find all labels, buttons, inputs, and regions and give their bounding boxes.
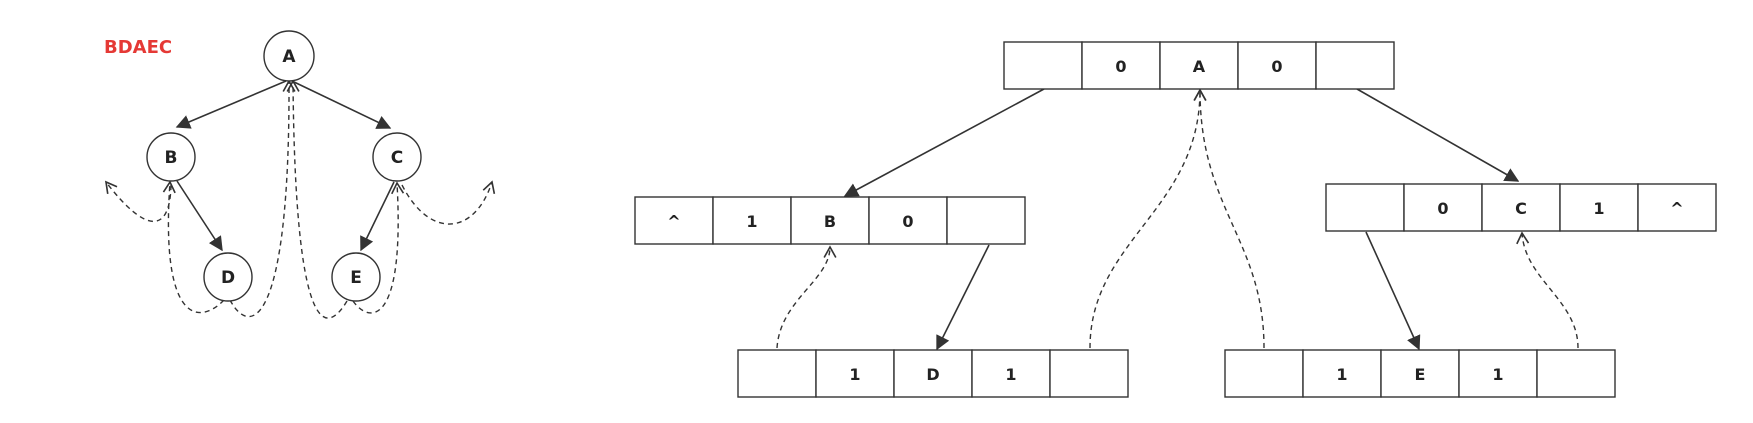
tree-edge-b-d — [176, 180, 223, 252]
traversal-sequence-label: BDAEC — [104, 37, 172, 58]
tree-node-a: A — [263, 30, 315, 82]
tree-node-d-label: D — [221, 268, 235, 288]
cell-c-rtag-text: 1 — [1593, 199, 1604, 218]
cell-a-data-text: A — [1193, 57, 1206, 76]
tree-node-c: C — [372, 132, 422, 182]
thread-e-right-to-c — [352, 181, 405, 314]
cell-d-ltag-text: 1 — [849, 365, 860, 384]
thread-ptr-d-to-a — [1089, 88, 1207, 349]
cell-c-ltag — [1403, 183, 1483, 232]
storage-node-e: 1 E 1 — [1224, 349, 1616, 398]
pointer-c-left-to-e — [1365, 231, 1421, 351]
cell-d-rtag-text: 1 — [1005, 365, 1016, 384]
storage-node-c: 0 C 1 ^ — [1325, 183, 1717, 232]
binary-tree: A B C D E — [104, 30, 496, 319]
storage-node-b: ^ 1 B 0 — [634, 196, 1026, 245]
cell-d-lchild — [737, 349, 817, 398]
tree-edge-c-e — [360, 181, 395, 252]
storage-node-a: 0 A 0 — [1003, 41, 1395, 90]
storage-node-d: 1 D 1 — [737, 349, 1129, 398]
cell-a-lchild — [1003, 41, 1083, 90]
tree-edge-a-b — [175, 80, 287, 129]
pointer-b-right-to-d — [936, 244, 990, 351]
tree-node-d: D — [203, 252, 253, 302]
cell-d-data-text: D — [926, 365, 939, 384]
cell-a-ltag-text: 0 — [1115, 57, 1126, 76]
cell-b-data — [790, 196, 870, 245]
thread-b-left-null — [104, 180, 172, 223]
cell-b-rtag-text: 0 — [902, 212, 913, 231]
cell-e-data-text: E — [1415, 365, 1426, 384]
cell-e-rchild — [1536, 349, 1616, 398]
tree-node-e: E — [331, 252, 381, 302]
cell-a-rchild — [1315, 41, 1395, 90]
tree-node-a-label: A — [282, 47, 296, 67]
cell-d-rchild — [1049, 349, 1129, 398]
cell-c-data — [1481, 183, 1561, 232]
thread-d-left-to-b — [162, 180, 225, 314]
thread-ptr-d-to-b — [776, 245, 837, 349]
cell-c-ltag-text: 0 — [1437, 199, 1448, 218]
cell-a-ltag — [1081, 41, 1161, 90]
cell-b-rchild — [946, 196, 1026, 245]
thread-ptr-e-to-a — [1193, 88, 1265, 349]
pointer-a-right-to-c — [1356, 88, 1520, 182]
cell-b-lchild-text: ^ — [667, 212, 680, 231]
cell-b-rtag — [868, 196, 948, 245]
cell-e-data — [1380, 349, 1460, 398]
thread-d-right-to-a — [229, 79, 296, 318]
cell-e-ltag — [1302, 349, 1382, 398]
tree-node-e-label: E — [350, 268, 362, 288]
tree-edge-a-c — [291, 80, 392, 129]
tree-node-b: B — [146, 132, 196, 182]
cell-e-rtag — [1458, 349, 1538, 398]
cell-c-rchild — [1637, 183, 1717, 232]
cell-c-rchild-text: ^ — [1670, 199, 1683, 218]
tree-node-c-label: C — [391, 148, 403, 168]
cell-c-rtag — [1559, 183, 1639, 232]
cell-c-data-text: C — [1515, 199, 1527, 218]
cell-a-rtag — [1237, 41, 1317, 90]
cell-e-rtag-text: 1 — [1492, 365, 1503, 384]
thread-c-right-null — [401, 180, 496, 225]
cell-e-lchild — [1224, 349, 1304, 398]
thread-ptr-e-to-c — [1516, 231, 1579, 349]
tree-node-b-label: B — [165, 148, 178, 168]
thread-e-left-to-a — [286, 79, 348, 319]
cell-b-ltag-text: 1 — [746, 212, 757, 231]
cell-e-ltag-text: 1 — [1336, 365, 1347, 384]
cell-c-lchild — [1325, 183, 1405, 232]
cell-a-rtag-text: 0 — [1271, 57, 1282, 76]
pointer-a-left-to-b — [843, 88, 1045, 197]
threaded-storage-structure: 0 A 0 ^ 1 B 0 0 C 1 — [634, 41, 1717, 398]
cell-b-data-text: B — [824, 212, 836, 231]
